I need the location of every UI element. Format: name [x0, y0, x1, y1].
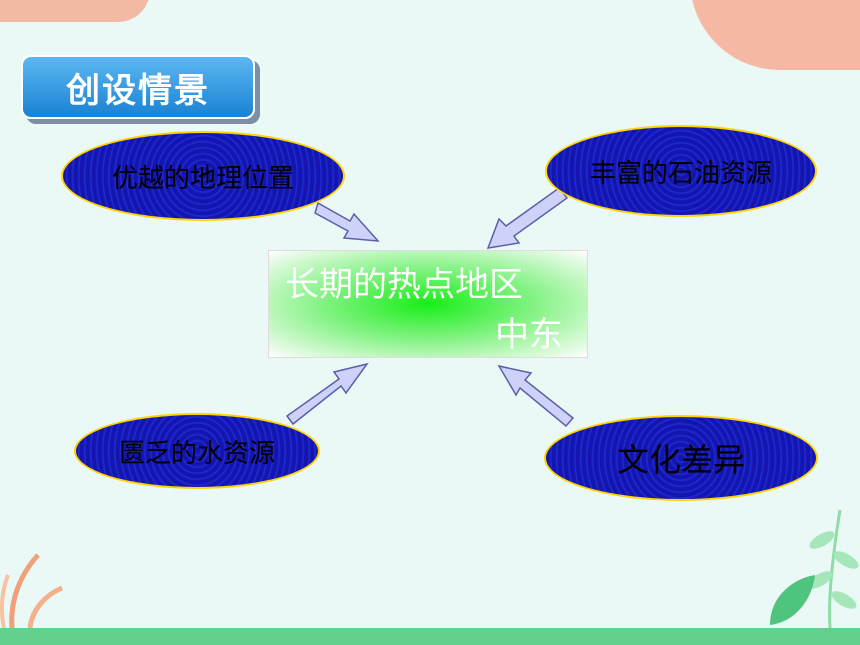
arrow-top-left — [314, 201, 380, 242]
plant-decoration-right — [807, 509, 859, 629]
node-label: 优越的地理位置 — [111, 163, 294, 194]
node-oil-resources: 丰富的石油资源 — [545, 125, 817, 217]
title-badge: 创设情景 — [21, 55, 255, 119]
center-topic-line1: 长期的热点地区 — [285, 265, 523, 305]
node-geographic-location: 优越的地理位置 — [61, 131, 345, 221]
title-text: 创设情景 — [66, 70, 210, 111]
node-water-scarcity: 匮乏的水资源 — [74, 413, 320, 489]
node-label: 丰富的石油资源 — [589, 158, 772, 189]
decorative-blob-top-left — [0, 0, 150, 22]
arrow-top-right — [486, 186, 569, 249]
plant-decoration-left — [0, 553, 64, 629]
arrow-bottom-right — [497, 364, 575, 428]
arrow-bottom-left — [285, 362, 369, 426]
bottom-strip — [0, 628, 860, 645]
node-label: 文化差异 — [616, 441, 745, 479]
leaf-decoration-right — [770, 575, 815, 625]
node-label: 匮乏的水资源 — [118, 438, 275, 469]
center-topic-box: 长期的热点地区 中东 — [268, 250, 588, 358]
node-cultural-differences: 文化差异 — [544, 415, 818, 501]
center-topic-line2: 中东 — [495, 315, 563, 355]
